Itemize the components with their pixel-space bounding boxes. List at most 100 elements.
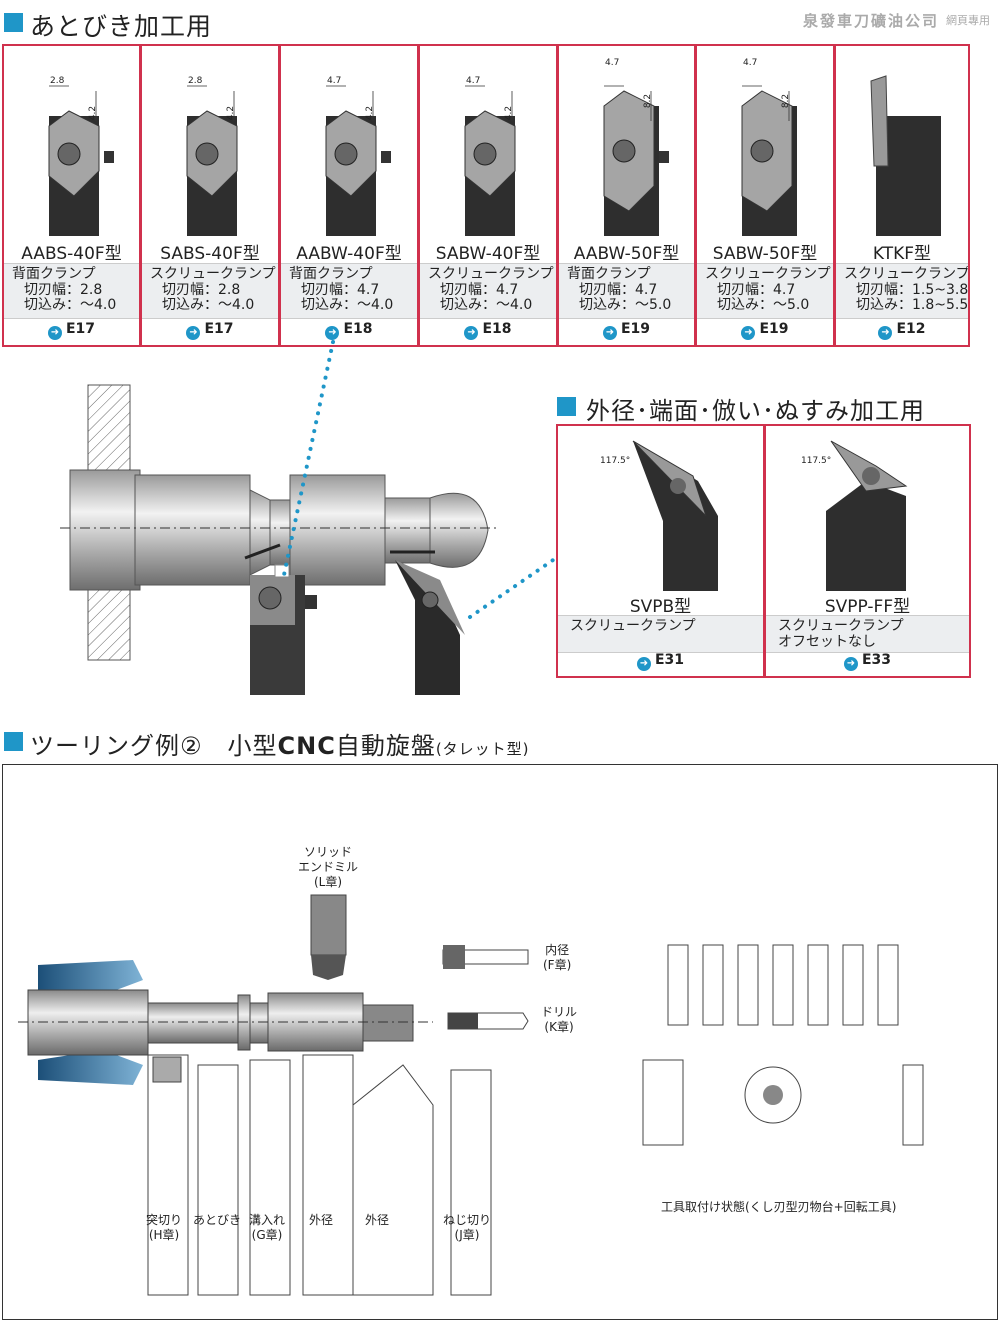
dim-depth: 4.2	[226, 105, 237, 121]
tool-page-link[interactable]: ➜E18	[420, 321, 556, 340]
tool-clamp: スクリュークランプ	[428, 266, 554, 282]
tool-clamp: スクリュークランプ	[150, 266, 276, 282]
section-title-atobiki: あとびき加工用	[30, 12, 213, 41]
tool-clamp: 背面クランプ	[12, 266, 96, 282]
tool-page-link[interactable]: ➜E33	[766, 652, 969, 671]
dim-width: 4.7	[327, 76, 342, 86]
tool-page-link[interactable]: ➜E18	[281, 321, 417, 340]
label-inner-dia: 内径 (F章)	[543, 943, 572, 972]
dim-width: 4.7	[743, 58, 758, 68]
tool-image	[464, 85, 516, 236]
label-drill: ドリル (K章)	[541, 1005, 578, 1034]
section-marker	[4, 13, 23, 32]
turret-lathe-diagram	[18, 894, 924, 1296]
label-grooving: 溝入れ (G章)	[249, 1213, 286, 1242]
tool-image	[632, 440, 718, 591]
tool-page-link[interactable]: ➜E31	[558, 652, 763, 671]
tool-page-link[interactable]: ➜E17	[4, 321, 139, 340]
tool-image	[186, 85, 238, 236]
label-cut-off: 突切り (H章)	[146, 1213, 183, 1242]
tool-edge-width: 切刃幅：1.5~3.8	[856, 281, 969, 298]
label-threading: ねじ切り (J章)	[443, 1213, 492, 1242]
tool-depth: 切込み：1.8~5.5	[856, 297, 969, 313]
tool-edge-width: 切刃幅：2.8	[24, 281, 103, 298]
tool-depth: 切込み：～4.0	[24, 297, 117, 313]
dim-depth: 8.2	[781, 93, 792, 109]
tool-depth: 切込み：～5.0	[717, 297, 810, 313]
tool-edge-width: 切刃幅：4.7	[301, 281, 380, 298]
tool-page-link[interactable]: ➜E19	[559, 321, 694, 340]
arrow-right-icon: ➜	[602, 326, 617, 340]
arrow-right-icon: ➜	[878, 326, 893, 340]
tool-offset: オフセットなし	[778, 633, 876, 650]
tool-page-link[interactable]: ➜E12	[836, 321, 968, 340]
tool-spec: スクリュークランプ	[558, 615, 763, 653]
tool-clamp: スクリュークランプ	[705, 266, 831, 282]
section-marker	[557, 397, 576, 416]
dim-width: 4.7	[605, 58, 620, 68]
tool-name: AABW-40F型	[296, 244, 402, 264]
tool-image	[741, 85, 797, 236]
tool-page-ref: E33	[861, 652, 892, 668]
tool-page-ref: E19	[620, 321, 651, 337]
dim-width: 4.7	[466, 76, 481, 86]
tool-image	[826, 440, 908, 591]
tool-image	[603, 85, 669, 236]
dim-depth: 4.2	[504, 105, 515, 121]
label-mount-caption: 工具取付け状態(くし刃型刃物台+回転工具)	[661, 1200, 897, 1214]
dim-depth: 4.2	[88, 105, 99, 121]
tool-edge-width: 切刃幅：4.7	[440, 281, 519, 298]
label-outer-1: 外径	[309, 1213, 334, 1227]
tool-name: SVPP-FF型	[824, 597, 911, 617]
tool-edge-width: 切刃幅：2.8	[162, 281, 241, 298]
section-title-tooling: ツーリング例② 小型CNC自動旋盤(タレット型)	[30, 726, 530, 761]
dim-width: 2.8	[188, 76, 203, 86]
arrow-right-icon: ➜	[636, 657, 651, 671]
tool-angle: 117.5°	[600, 456, 631, 466]
watermark-note: 網頁專用	[946, 14, 990, 27]
tool-depth: 切込み：～5.0	[579, 297, 672, 313]
tool-clamp: 背面クランプ	[289, 266, 373, 282]
tool-page-ref: E31	[654, 652, 685, 668]
section-marker	[4, 732, 23, 751]
tool-depth: 切込み：～4.0	[301, 297, 394, 313]
tool-name: SVPB型	[629, 597, 692, 617]
label-solid-endmill: ソリッド エンドミル (L章)	[298, 845, 359, 889]
arrow-right-icon: ➜	[464, 326, 479, 340]
tool-clamp: スクリュークランプ	[844, 266, 970, 282]
tool-angle: 117.5°	[801, 456, 832, 466]
section-title-outer: 外径･端面･倣い･ぬすみ加工用	[586, 397, 925, 425]
tool-name: AABS-40F型	[21, 244, 122, 264]
workpiece-illustration	[60, 384, 500, 695]
tool-clamp: 背面クランプ	[567, 266, 651, 282]
tool-page-link[interactable]: ➜E17	[142, 321, 278, 340]
tooling-title-after: 自動旋盤	[335, 732, 436, 760]
watermark-company: 泉發車刀礦油公司	[803, 12, 940, 30]
tool-clamp: スクリュークランプ	[570, 618, 696, 634]
tool-name: SABS-40F型	[160, 244, 260, 264]
arrow-right-icon: ➜	[741, 326, 756, 340]
tool-depth: 切込み：～4.0	[162, 297, 255, 313]
arrow-right-icon: ➜	[843, 657, 858, 671]
tooling-title-small: (タレット型)	[435, 740, 530, 758]
label-atobiki: あとびき	[193, 1213, 242, 1227]
tool-page-link[interactable]: ➜E19	[697, 321, 833, 340]
tool-name: KTKF型	[872, 244, 932, 264]
tool-page-ref: E12	[896, 321, 926, 337]
tool-page-ref: E19	[759, 321, 789, 337]
tooling-diagram-box: ソリッド エンドミル (L章) 内径 (F章) ドリル (K章) 突切り (H章…	[2, 764, 998, 1320]
dim-depth: 8.2	[643, 93, 654, 109]
tool-page-ref: E17	[65, 321, 96, 337]
tool-edge-width: 切刃幅：4.7	[717, 281, 796, 298]
